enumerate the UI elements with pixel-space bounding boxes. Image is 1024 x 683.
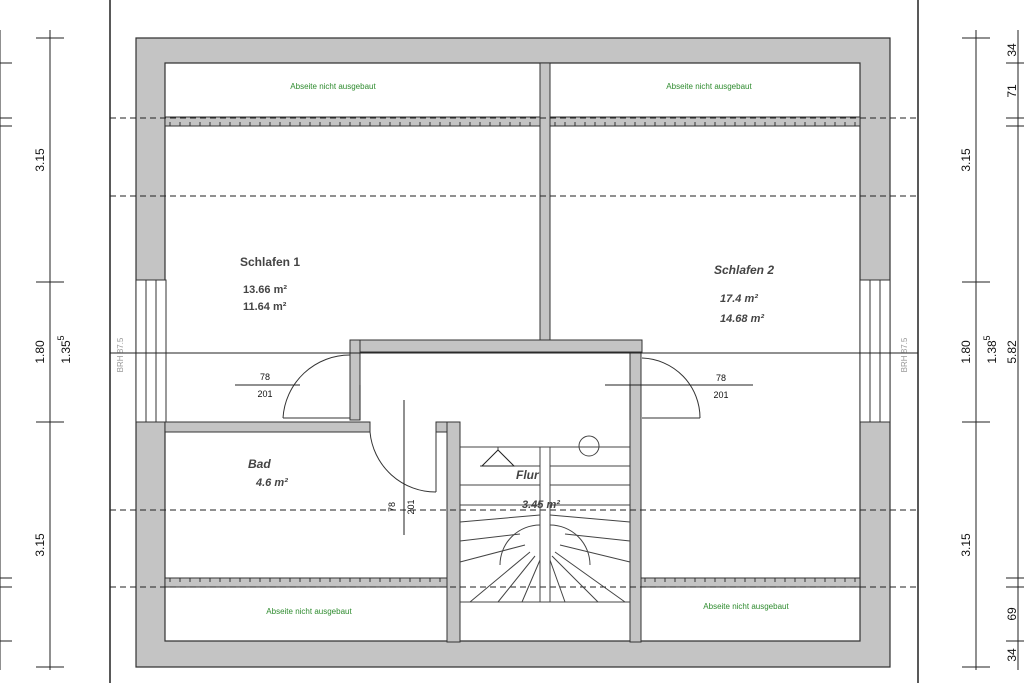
wall-hall-left: [349, 339, 361, 421]
door-bath-width: 78: [387, 502, 397, 512]
staircase: [459, 435, 631, 603]
dim-right-total: 5.82: [1005, 340, 1019, 364]
door-schlafen2: [641, 357, 701, 419]
room-name-schlafen2: Schlafen 2: [714, 263, 774, 277]
room-area-schlafen1-2: 11.64 m²: [243, 301, 287, 313]
wall-top-left: [164, 116, 541, 127]
door-left-width: 78: [260, 372, 270, 382]
wall-bath-right: [446, 421, 461, 643]
wall-hall-top: [349, 339, 643, 353]
dim-right-top: 3.15: [959, 148, 973, 172]
room-name-bad: Bad: [248, 457, 271, 471]
door-bath-height: 201: [406, 499, 416, 514]
dim-left-middle: 1.80: [33, 340, 47, 364]
dim-right-seg-top: 71: [1005, 84, 1019, 98]
outer-wall: [135, 37, 891, 668]
dim-left-bottom: 3.15: [33, 533, 47, 557]
right-dimension-chain: [962, 30, 1024, 670]
dim-right-edge-bottom: 34: [1005, 648, 1019, 662]
dim-right-middle2-sup: 5: [982, 335, 992, 340]
dim-right-middle: 1.80: [959, 340, 973, 364]
room-area-schlafen2-2: 14.68 m²: [720, 313, 764, 325]
dim-left-top: 3.15: [33, 148, 47, 172]
wall-bath-top: [164, 421, 371, 433]
dim-left-middle2-sup: 5: [56, 335, 66, 340]
window-right-label: BRH 87.5: [900, 337, 909, 372]
abseite-label-bottom-right: Abseite nicht ausgebaut: [703, 602, 789, 611]
wall-bottom-left: [164, 577, 448, 588]
abseite-label-bottom-left: Abseite nicht ausgebaut: [266, 607, 352, 616]
dim-right-middle2: 1.38: [985, 340, 999, 364]
roof-slope-lines: [110, 117, 918, 588]
left-dimension-chain: [0, 30, 64, 670]
door-left-height: 201: [257, 389, 272, 399]
kneewall-ticks: [169, 122, 856, 582]
room-area-flur: 3.45 m²: [522, 499, 560, 511]
abseite-label-top-left: Abseite nicht ausgebaut: [290, 82, 376, 91]
room-area-schlafen1-1: 13.66 m²: [243, 284, 287, 296]
door-right-width: 78: [716, 373, 726, 383]
room-name-flur: Flur: [516, 468, 540, 482]
room-name-schlafen1: Schlafen 1: [240, 255, 300, 269]
wall-bottom-right: [640, 577, 861, 588]
dim-left-middle2: 1.35: [59, 340, 73, 364]
door-right-height: 201: [713, 390, 728, 400]
room-area-schlafen2-1: 17.4 m²: [720, 293, 758, 305]
dim-right-edge-top: 34: [1005, 43, 1019, 57]
dim-right-seg-bottom: 69: [1005, 607, 1019, 621]
door-dimension-marks: [235, 384, 753, 535]
window-left: [135, 279, 167, 423]
dim-right-bottom: 3.15: [959, 533, 973, 557]
door-bad: [369, 431, 437, 493]
room-area-bad: 4.6 m²: [255, 477, 288, 489]
wall-hall-right: [629, 351, 642, 643]
window-right: [859, 279, 891, 423]
door-schlafen1: [282, 354, 351, 419]
stair-arrow: [480, 449, 516, 467]
abseite-label-top-right: Abseite nicht ausgebaut: [666, 82, 752, 91]
wall-center-vertical: [539, 62, 551, 344]
window-left-label: BRH 87.5: [116, 337, 125, 372]
